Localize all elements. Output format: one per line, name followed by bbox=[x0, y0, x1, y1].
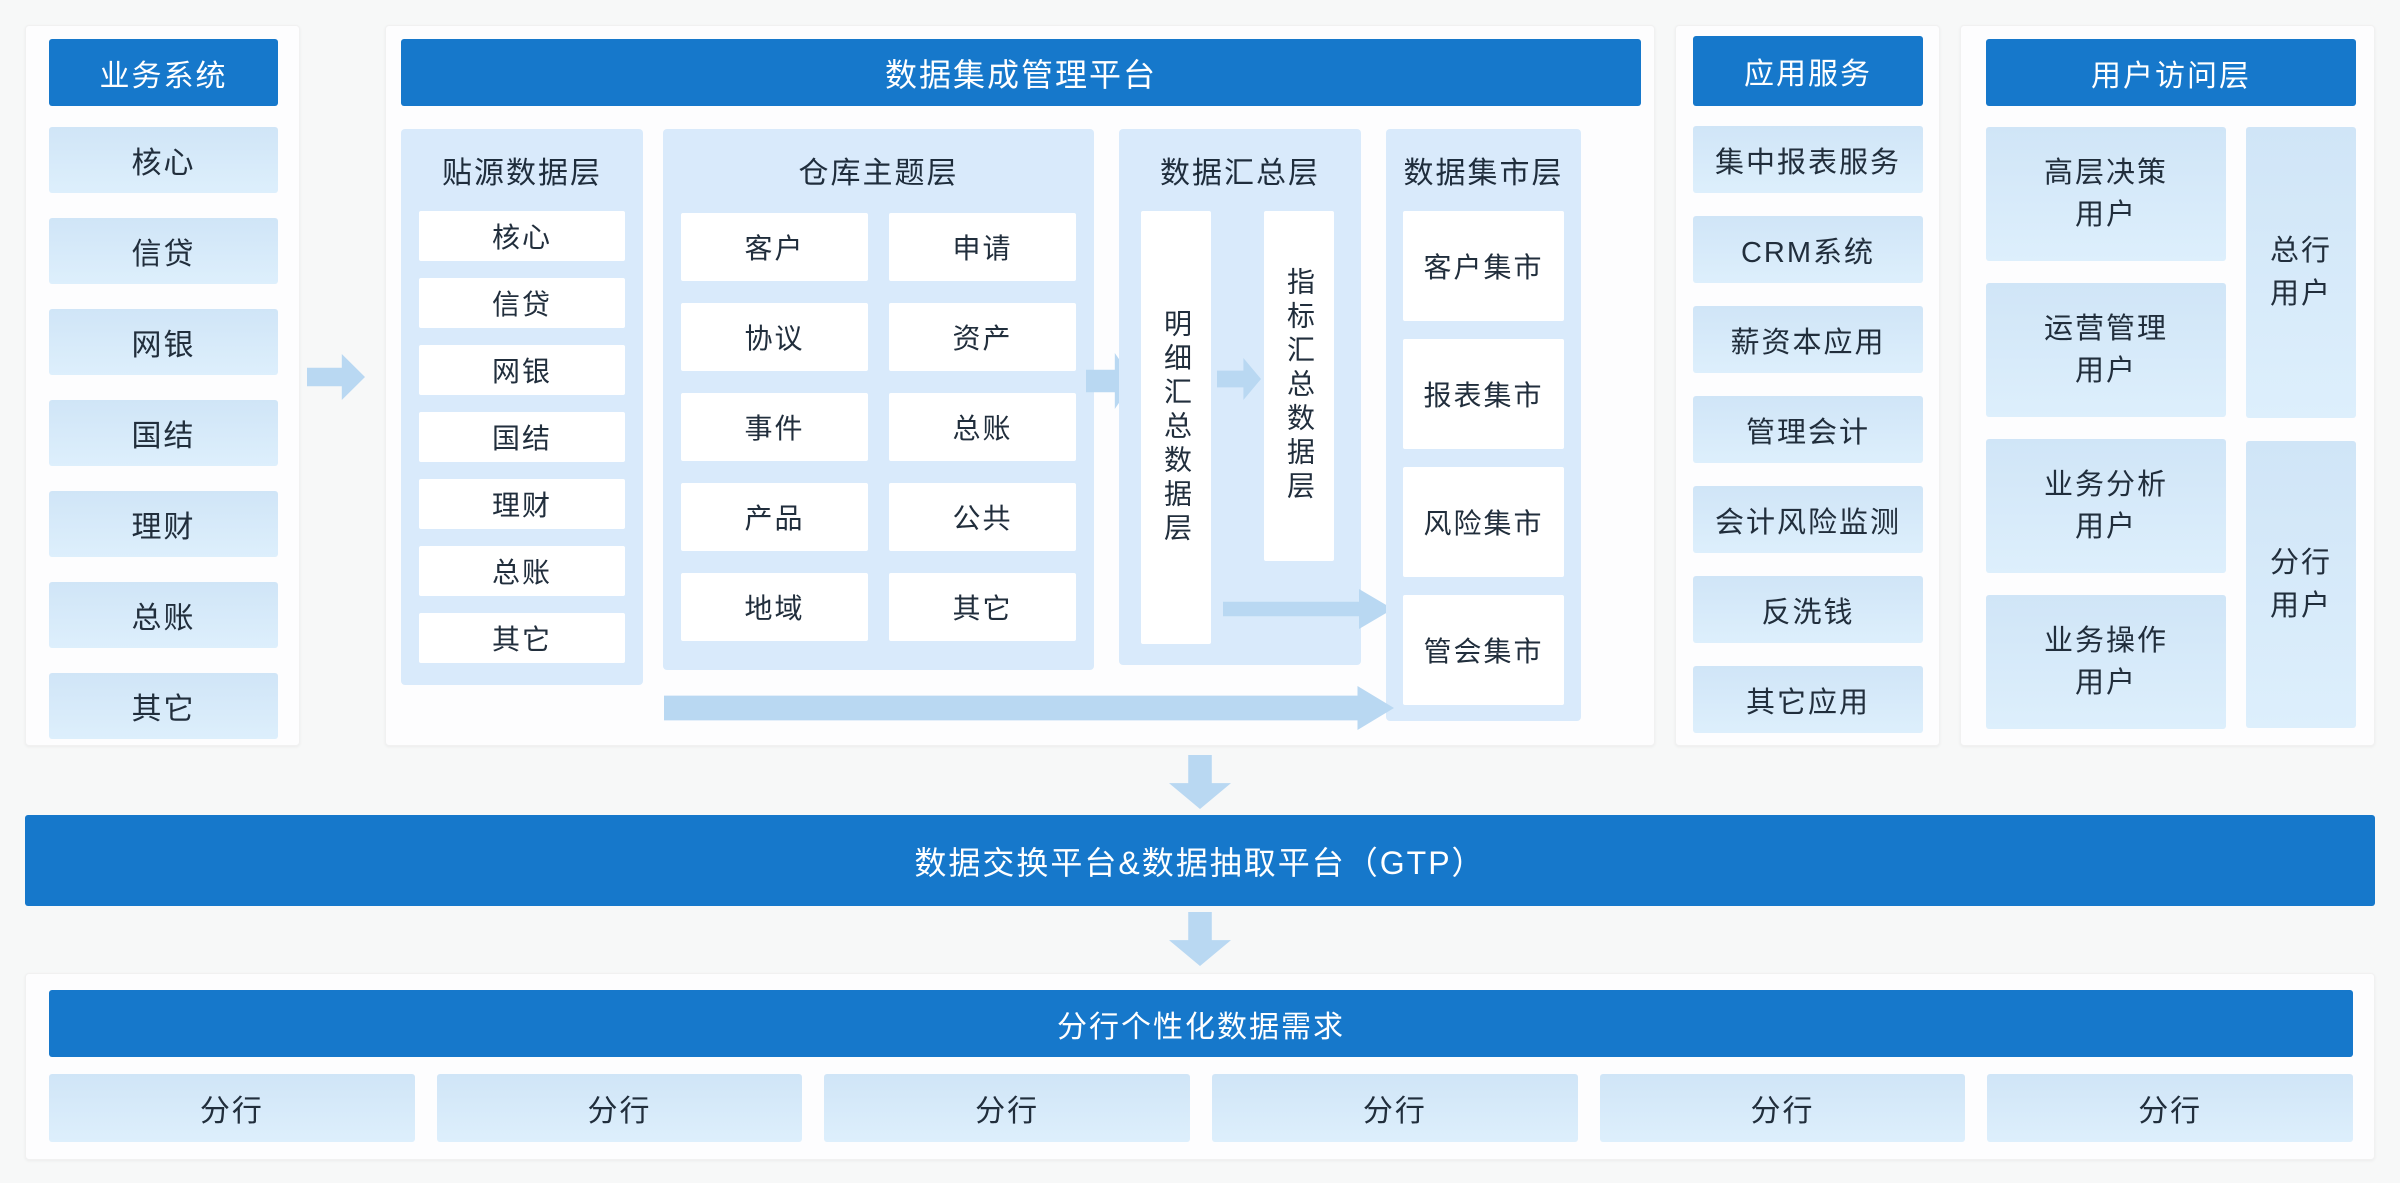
app-service-item: CRM系统 bbox=[1693, 216, 1923, 283]
source-layer-title: 贴源数据层 bbox=[442, 157, 602, 190]
branch-item: 分行 bbox=[1987, 1074, 2354, 1142]
app-service-item: 管理会计 bbox=[1693, 396, 1923, 463]
app-services-panel: 应用服务 集中报表服务 CRM系统 薪资本应用 管理会计 会计风险监测 反洗钱 … bbox=[1675, 25, 1940, 746]
warehouse-item: 申请 bbox=[889, 213, 1076, 281]
business-item: 其它 bbox=[49, 673, 278, 739]
mart-item: 报表集市 bbox=[1403, 339, 1564, 449]
user-access-panel: 用户访问层 高层决策 用户 运营管理 用户 业务分析 用户 业务操作 用户 总行… bbox=[1960, 25, 2375, 746]
business-systems-title: 业务系统 bbox=[49, 39, 278, 106]
business-item: 国结 bbox=[49, 400, 278, 466]
business-item: 核心 bbox=[49, 127, 278, 193]
branch-users-box: 分行 用户 bbox=[2246, 441, 2356, 728]
app-service-item: 薪资本应用 bbox=[1693, 306, 1923, 373]
warehouse-item: 产品 bbox=[681, 483, 868, 551]
branch-requirements-panel: 分行个性化数据需求 分行 分行 分行 分行 分行 分行 bbox=[25, 973, 2375, 1160]
source-item: 核心 bbox=[419, 211, 625, 261]
flow-arrow-right-icon bbox=[307, 354, 365, 400]
source-item: 总账 bbox=[419, 546, 625, 596]
branch-item: 分行 bbox=[824, 1074, 1191, 1142]
user-group-item: 业务分析 用户 bbox=[1986, 439, 2226, 573]
user-access-title: 用户访问层 bbox=[1986, 39, 2356, 106]
mart-item: 管会集市 bbox=[1403, 595, 1564, 705]
user-group-item: 高层决策 用户 bbox=[1986, 127, 2226, 261]
source-item: 国结 bbox=[419, 412, 625, 462]
mart-item: 风险集市 bbox=[1403, 467, 1564, 577]
flow-arrow-right-icon bbox=[664, 686, 1394, 730]
warehouse-item: 总账 bbox=[889, 393, 1076, 461]
detail-summary-box: 明细汇总数据层 bbox=[1141, 211, 1211, 644]
branch-item: 分行 bbox=[49, 1074, 415, 1142]
app-service-item: 其它应用 bbox=[1693, 666, 1923, 733]
warehouse-item: 地域 bbox=[681, 573, 868, 641]
branch-item: 分行 bbox=[1599, 1074, 1966, 1142]
source-item: 信贷 bbox=[419, 278, 625, 328]
summary-layer-title: 数据汇总层 bbox=[1160, 157, 1320, 190]
head-office-users-box: 总行 用户 bbox=[2246, 127, 2356, 418]
indicator-summary-box: 指标汇总数据层 bbox=[1264, 211, 1334, 561]
source-layer-panel: 贴源数据层 核心 信贷 网银 国结 理财 总账 其它 bbox=[401, 129, 643, 685]
source-item: 理财 bbox=[419, 479, 625, 529]
business-item: 信贷 bbox=[49, 218, 278, 284]
app-service-item: 反洗钱 bbox=[1693, 576, 1923, 643]
user-group-item: 业务操作 用户 bbox=[1986, 595, 2226, 729]
warehouse-layer-panel: 仓库主题层 客户 申请 协议 资产 事件 总账 产品 公共 地域 其它 bbox=[663, 129, 1094, 670]
flow-arrow-down-icon bbox=[1169, 912, 1231, 966]
business-item: 网银 bbox=[49, 309, 278, 375]
branch-item: 分行 bbox=[436, 1074, 803, 1142]
branch-requirements-title: 分行个性化数据需求 bbox=[49, 990, 2353, 1057]
mart-layer-panel: 数据集市层 客户集市 报表集市 风险集市 管会集市 bbox=[1386, 129, 1581, 721]
warehouse-item: 资产 bbox=[889, 303, 1076, 371]
warehouse-item: 其它 bbox=[889, 573, 1076, 641]
app-service-item: 集中报表服务 bbox=[1693, 126, 1923, 193]
warehouse-item: 事件 bbox=[681, 393, 868, 461]
gtp-platform-bar: 数据交换平台&数据抽取平台（GTP） bbox=[25, 815, 2375, 906]
business-item: 理财 bbox=[49, 491, 278, 557]
business-systems-panel: 业务系统 核心 信贷 网银 国结 理财 总账 其它 bbox=[25, 25, 300, 746]
source-item: 网银 bbox=[419, 345, 625, 395]
user-group-item: 运营管理 用户 bbox=[1986, 283, 2226, 417]
warehouse-item: 公共 bbox=[889, 483, 1076, 551]
business-item: 总账 bbox=[49, 582, 278, 648]
mart-layer-title: 数据集市层 bbox=[1403, 157, 1564, 190]
app-service-item: 会计风险监测 bbox=[1693, 486, 1923, 553]
warehouse-layer-title: 仓库主题层 bbox=[798, 157, 959, 190]
flow-arrow-down-icon bbox=[1169, 755, 1231, 809]
integration-platform-title: 数据集成管理平台 bbox=[401, 39, 1641, 106]
app-services-title: 应用服务 bbox=[1693, 36, 1923, 106]
mart-item: 客户集市 bbox=[1403, 211, 1564, 321]
source-item: 其它 bbox=[419, 613, 625, 663]
integration-platform-panel: 数据集成管理平台 贴源数据层 核心 信贷 网银 国结 理财 总账 其它 仓库主题… bbox=[385, 25, 1655, 746]
summary-layer-panel: 数据汇总层 明细汇总数据层 指标汇总数据层 bbox=[1119, 129, 1361, 665]
warehouse-item: 协议 bbox=[681, 303, 868, 371]
warehouse-item: 客户 bbox=[681, 213, 868, 281]
branch-item: 分行 bbox=[1212, 1074, 1578, 1142]
